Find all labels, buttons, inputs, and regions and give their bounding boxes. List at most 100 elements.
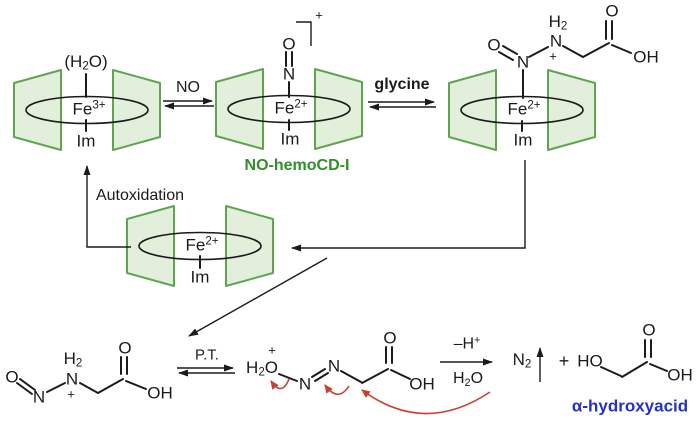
autoxidation-label: Autoxidation [95,187,185,204]
bracket-charge-label: + [315,7,323,23]
n-n-double-bond-2 [314,372,329,382]
aqua-post: O) [88,51,108,71]
amine-h2-label: H2 [549,13,568,33]
pt-equilibrium-arrows [177,364,235,377]
carbonyl-o-label: O [383,328,397,348]
curved-arrow-nn [324,384,350,396]
cyclodextrin-cone-left [448,69,497,151]
diazenol-skeleton [278,346,411,384]
no-hemocd-name: NO-hemoCD-I [244,157,350,174]
charge: 2+ [294,98,308,111]
autoxidation-arrow [83,165,131,248]
h-sub: 2 [258,366,265,379]
ammonium-charge-label: + [549,48,557,64]
ch2-c-bond [621,361,648,378]
pt-arrow-label: P.T. [195,346,219,364]
glycine-arrow-label: glycine [374,76,430,93]
amine-n-label: N [65,369,79,389]
ammonium-charge-label: + [67,386,75,402]
h: H [548,11,561,31]
cyclodextrin-cone-left [215,68,264,150]
glycine-equilibrium-arrows [368,98,436,111]
hydroxyl-label: OH [409,374,435,394]
h: H [246,357,259,377]
n-n-bond [46,382,66,393]
aqua-ligand-label: (H2O) [64,53,107,73]
minus-h-sup: + [474,334,481,347]
n2-product-label: N2 [513,351,532,371]
diazo-n2-label: N [327,356,341,376]
fe2-center-label: Fe2+ [185,235,218,255]
n-sub: 2 [524,358,532,371]
charge-bracket [296,21,312,46]
carbonyl-o-label: O [605,1,619,21]
n-n-bond [528,46,549,58]
nitroso-double-bond-1 [498,51,514,61]
charge: 3+ [92,99,106,112]
plus-sign: + [558,351,570,371]
fe3-center-label: Fe3+ [72,99,106,119]
o: O [470,370,484,388]
oxonium-charge-label: + [268,342,276,358]
hemocd-fe2-no-complex-shape [215,21,363,150]
h-sub: 2 [560,20,568,33]
glycolic-acid-skeleton [600,339,668,378]
imidazole-label: Im [190,267,210,287]
hemocd-fe2-nitrosoglycine-complex-shape [448,20,632,151]
fe2-center-label: Fe2+ [507,99,541,119]
no-equilibrium-arrows [163,97,214,110]
release-diagonal-arrow [188,257,328,337]
metal: Fe [274,98,295,118]
ch2-c-bond [97,378,124,394]
h2o-label: H2O [453,371,483,389]
n: N [512,349,525,369]
metal: Fe [185,235,206,255]
c-oh-bond [390,369,411,380]
cyclodextrin-cone-right [314,68,363,150]
h: H [63,348,76,368]
hemocd-fe2-free-complex-shape [126,205,274,287]
imidazole-label: Im [76,131,96,151]
descent-arrow [291,160,526,252]
nitroso-double-bond-2 [502,45,518,55]
h: H [452,370,465,388]
electron-pushing-arrows [270,378,491,415]
n-n-double-bond-1 [311,368,326,378]
hydroxyl-label: OH [667,365,693,385]
ch2-c-bond [582,42,610,58]
fe2-center-label: Fe2+ [274,98,308,118]
no-arrow-label: NO [176,79,200,96]
cyclodextrin-cone-right [225,205,274,287]
ho-label: HO [577,351,603,371]
carbonyl-o-label: O [642,320,656,340]
nitroso-double-bond-2 [19,378,36,391]
hydroxyl-label: OH [633,47,659,67]
amine-n-label: N [549,31,563,51]
cyclodextrin-cone-left [126,205,175,287]
nitrosoglycinium-skeleton [16,356,147,395]
nitrosyl-o-label: O [282,34,296,54]
aqua-sub: 2 [82,60,89,73]
charge: 2+ [527,99,541,112]
carbonyl-o-label: O [118,338,132,358]
metal: Fe [72,99,93,119]
curved-arrow-oh [270,378,290,390]
nitroso-o-label: O [487,35,501,55]
o-n-bond [278,373,298,382]
c-oh-bond [611,44,632,54]
aqua-pre: (H [64,51,83,71]
ho-ch2-bond [600,366,622,377]
nitroso-n-label: N [32,387,46,407]
minus-h-label: –H+ [454,335,481,352]
nitroso-o-label: O [5,367,19,387]
metal: Fe [507,99,528,119]
ch2-c-bond [361,368,389,384]
imidazole-label: Im [280,129,300,149]
h-sub: 2 [464,376,471,389]
amine-h2-label: H2 [64,350,83,370]
n-ch2-bond [562,45,584,58]
c-oh-bond [649,363,668,372]
nitrosyl-n-label: N [282,64,296,84]
